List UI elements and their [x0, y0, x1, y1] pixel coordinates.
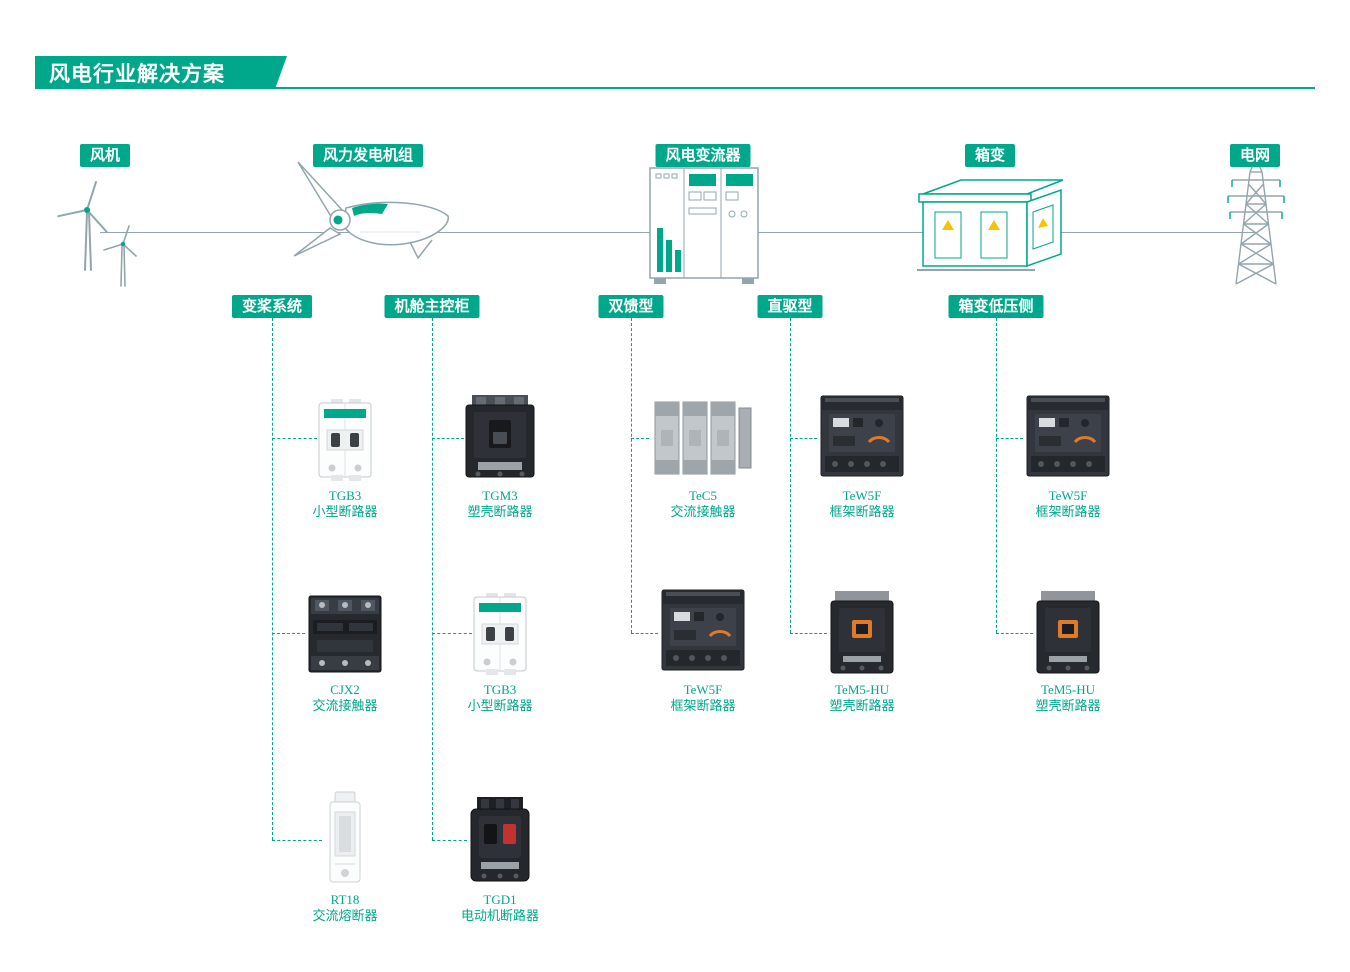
section-badge-doubly-fed: 双馈型 [598, 295, 664, 318]
box-substation-illustration [905, 170, 1075, 290]
connector-vline-pitch-system [272, 318, 273, 840]
product-card-tgb3-cabinet: TGB3 小型断路器 [435, 580, 565, 714]
connector-vline-direct-drive [790, 318, 791, 633]
product-model: TeW5F [842, 488, 882, 503]
product-type: 塑壳断路器 [1035, 698, 1101, 713]
connector-vline-doubly-fed [631, 318, 632, 633]
connector-branch [432, 840, 467, 841]
section-badge-pitch-system: 变桨系统 [231, 295, 313, 318]
section-badge-nacelle-cabinet: 机舱主控柜 [384, 295, 480, 318]
product-model: TGM3 [482, 488, 518, 503]
product-model: RT18 [330, 892, 360, 907]
rt18-fuse-image [322, 790, 368, 886]
product-model: TeW5F [1048, 488, 1088, 503]
product-card-tew5f-dd: TeW5F 框架断路器 [797, 386, 927, 520]
product-card-tem5hu-lv: TeM5-HU 塑壳断路器 [1003, 580, 1133, 714]
connector-branch [272, 633, 305, 634]
product-card-rt18: RT18 交流熔断器 [280, 790, 410, 924]
product-model: TeM5-HU [1041, 682, 1095, 697]
connector-vline-lv-side [996, 318, 997, 633]
product-type: 框架断路器 [670, 698, 736, 713]
product-type: 塑壳断路器 [467, 504, 533, 519]
connector-vline-nacelle-cabinet [432, 318, 433, 840]
chain-badge-generator-set: 风力发电机组 [312, 144, 424, 167]
product-card-tgd1: TGD1 电动机断路器 [435, 790, 565, 924]
product-type: 小型断路器 [467, 698, 533, 713]
product-card-tew5f-df: TeW5F 框架断路器 [638, 580, 768, 714]
chain-badge-box-substation: 箱变 [964, 144, 1016, 167]
product-model: CJX2 [330, 682, 360, 697]
connector-branch [790, 438, 817, 439]
product-type: 交流接触器 [670, 504, 736, 519]
title-underline [35, 87, 1315, 89]
product-type: 交流接触器 [312, 698, 378, 713]
chain-badge-wind-turbine: 风机 [79, 144, 131, 167]
tem5hu-breaker-image [827, 580, 897, 676]
tgd1-breaker-image [467, 790, 533, 886]
section-badge-lv-side: 箱变低压侧 [948, 295, 1044, 318]
chain-badge-converter: 风电变流器 [655, 144, 751, 167]
page-title: 风电行业解决方案 [35, 56, 287, 89]
product-type: 小型断路器 [312, 504, 378, 519]
tgm3-breaker-image [464, 386, 536, 482]
cjx2-contactor-image [305, 580, 385, 676]
product-model: TGB3 [328, 488, 362, 503]
connector-branch [631, 633, 658, 634]
tec5-contactor-image [649, 386, 757, 482]
tgb3-breaker-image [472, 580, 528, 676]
section-badge-direct-drive: 直驱型 [757, 295, 823, 318]
connector-branch [790, 633, 827, 634]
connector-branch [272, 438, 317, 439]
product-card-tgb3-pitch: TGB3 小型断路器 [280, 386, 410, 520]
product-type: 塑壳断路器 [829, 698, 895, 713]
product-type: 电动机断路器 [460, 908, 539, 923]
product-card-tem5hu-dd: TeM5-HU 塑壳断路器 [797, 580, 927, 714]
product-model: TGD1 [483, 892, 517, 907]
product-type: 框架断路器 [829, 504, 895, 519]
connector-branch [272, 840, 322, 841]
tgb3-breaker-image [317, 386, 373, 482]
product-card-tgm3: TGM3 塑壳断路器 [435, 386, 565, 520]
tem5hu-breaker-image [1033, 580, 1103, 676]
connector-branch [631, 438, 649, 439]
transmission-tower-illustration [1220, 154, 1292, 293]
product-model: TGB3 [483, 682, 517, 697]
product-card-tew5f-lv: TeW5F 框架断路器 [1003, 386, 1133, 520]
product-type: 交流熔断器 [312, 908, 378, 923]
product-card-cjx2: CJX2 交流接触器 [280, 580, 410, 714]
product-model: TeM5-HU [835, 682, 889, 697]
nacelle-illustration [290, 158, 455, 295]
connector-branch [996, 633, 1033, 634]
product-card-tec5: TeC5 交流接触器 [638, 386, 768, 520]
converter-cabinet-illustration [648, 166, 763, 291]
tew5f-breaker-image [658, 580, 748, 676]
connector-branch [996, 438, 1023, 439]
connector-branch [432, 633, 472, 634]
tew5f-breaker-image [817, 386, 907, 482]
wind-turbines-illustration [56, 166, 144, 299]
tew5f-breaker-image [1023, 386, 1113, 482]
connector-branch [432, 438, 464, 439]
chain-badge-grid: 电网 [1229, 144, 1281, 167]
product-model: TeC5 [689, 488, 717, 503]
product-model: TeW5F [683, 682, 723, 697]
product-type: 框架断路器 [1035, 504, 1101, 519]
